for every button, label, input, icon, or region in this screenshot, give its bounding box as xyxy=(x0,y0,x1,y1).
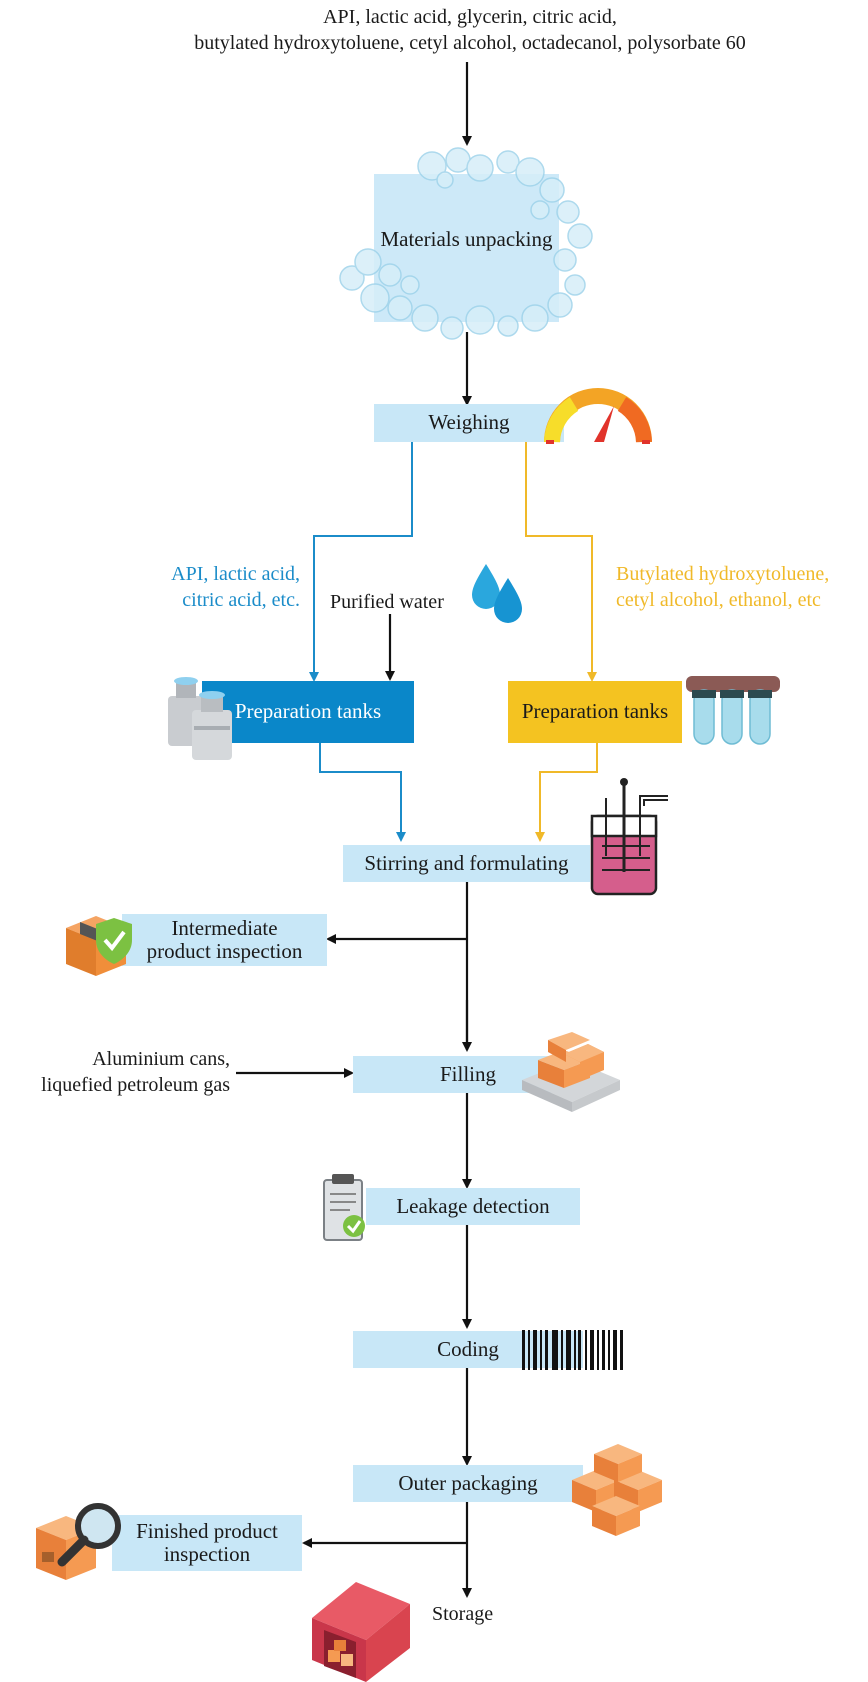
blue-weigh-to-tank xyxy=(309,442,413,682)
yellow-tank-to-stir xyxy=(535,743,598,842)
finished-inspection-step: Finished product inspection xyxy=(112,1515,302,1571)
intermediate-line1: Intermediate xyxy=(171,915,278,940)
blue-input-line2: citric acid, etc. xyxy=(182,589,300,611)
leakage-detection-step: Leakage detection xyxy=(366,1188,580,1225)
stirring-formulating-step: Stirring and formulating xyxy=(343,845,590,882)
reactor-vessel-icon xyxy=(590,778,668,896)
yellow-weigh-to-tank xyxy=(525,442,597,682)
boxes-stack-icon xyxy=(572,1444,662,1536)
box-magnifier-icon xyxy=(36,1503,121,1580)
clipboard-check-icon xyxy=(323,1174,365,1241)
milk-cans-icon xyxy=(168,677,232,760)
cans-line1: Aluminium cans, xyxy=(92,1048,230,1070)
purified-water-label: Purified water xyxy=(330,591,444,613)
materials-unpacking-step: Materials unpacking xyxy=(380,227,553,252)
warehouse-icon xyxy=(312,1582,410,1682)
finished-line2: inspection xyxy=(163,1542,251,1566)
weighing-step: Weighing xyxy=(374,404,564,442)
intermediate-inspection-step: Intermediate product inspection xyxy=(122,914,327,966)
top-input-text: API, lactic acid, glycerin, citric acid,… xyxy=(70,4,868,56)
shield-box-icon xyxy=(66,916,132,976)
intermediate-line2: product inspection xyxy=(146,939,303,963)
storage-step: Storage xyxy=(432,1603,494,1625)
yellow-input-line2: cetyl alcohol, ethanol, etc xyxy=(616,589,821,611)
outer-packaging-step: Outer packaging xyxy=(353,1465,583,1502)
bubbles-icon xyxy=(339,147,593,340)
finished-line1: Finished product xyxy=(136,1518,278,1543)
gauge-icon xyxy=(544,388,652,444)
yellow-input-line1: Butylated hydroxytoluene, xyxy=(616,563,830,585)
cans-line2: liquefied petroleum gas xyxy=(41,1074,230,1096)
pallet-boxes-icon xyxy=(522,1032,620,1112)
top-input-line2: butylated hydroxytoluene, cetyl alcohol,… xyxy=(194,32,746,54)
water-drops-icon xyxy=(472,564,522,623)
preparation-tanks-blue: Preparation tanks xyxy=(202,681,414,743)
blue-input-text: API, lactic acid, citric acid, etc. xyxy=(100,561,300,613)
yellow-input-text: Butylated hydroxytoluene, cetyl alcohol,… xyxy=(616,561,868,613)
test-tubes-rack-icon xyxy=(686,676,780,745)
blue-input-line1: API, lactic acid, xyxy=(171,563,300,585)
blue-tank-to-stir xyxy=(319,743,406,842)
top-input-line1: API, lactic acid, glycerin, citric acid, xyxy=(323,6,617,28)
preparation-tanks-yellow: Preparation tanks xyxy=(508,681,682,743)
coding-step: Coding xyxy=(353,1331,583,1368)
cans-input-text: Aluminium cans, liquefied petroleum gas xyxy=(8,1046,230,1098)
barcode-icon xyxy=(522,1330,623,1370)
